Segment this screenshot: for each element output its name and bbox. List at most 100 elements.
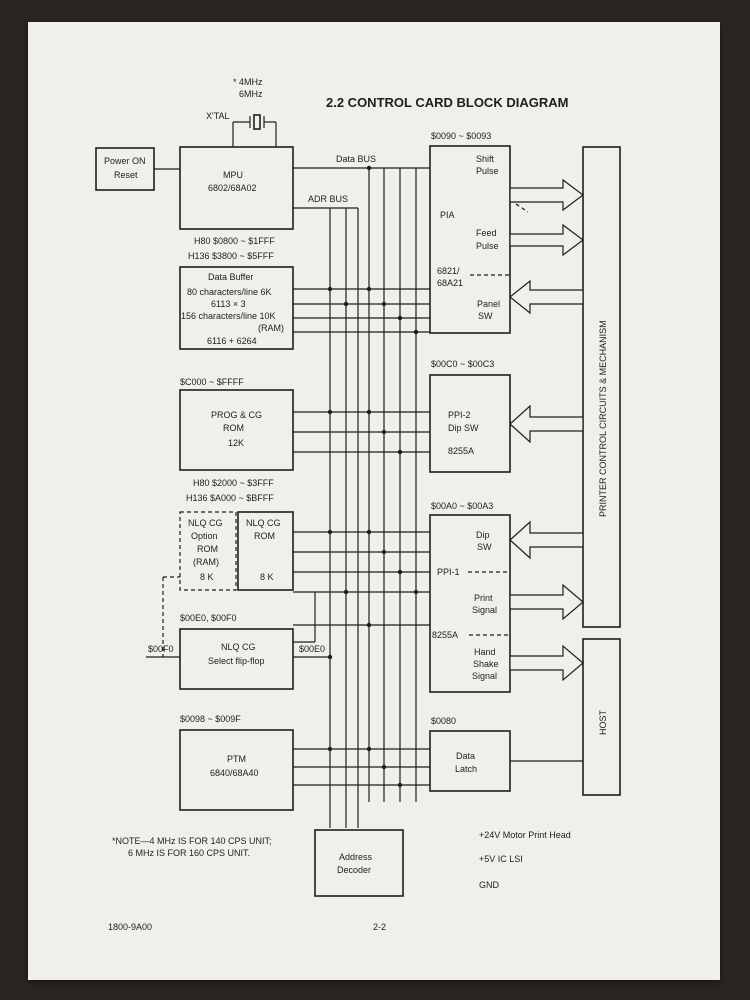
- crystal-symbol: [232, 114, 277, 147]
- ppi1-chip: 8255A: [432, 630, 458, 640]
- power-on-reset-box: [95, 147, 155, 191]
- flip-flop-wiring: [146, 576, 330, 658]
- arrow-feed-pulse-icon: [509, 223, 584, 257]
- prog-rom-label: PROG & CG: [211, 410, 262, 420]
- data-buffer-box: [179, 266, 294, 350]
- reset-label: Reset: [114, 170, 138, 180]
- document-number: 1800-9A00: [108, 922, 152, 932]
- ppi1-dip-1: Dip: [476, 530, 490, 540]
- host-box: [582, 638, 621, 796]
- mpu-box: [179, 146, 294, 230]
- flip-flop-f0-label: $00F0: [148, 644, 174, 654]
- address-decoder-box: [314, 829, 404, 897]
- data-buffer-156cpl: 156 characters/line 10K: [181, 311, 276, 321]
- power-24v: +24V Motor Print Head: [479, 830, 571, 840]
- ppi2-address: $00C0 ~ $00C3: [431, 359, 494, 369]
- bus-junction-dots: [327, 165, 419, 788]
- nlq-select-flip-flop-box: [179, 628, 294, 690]
- mpu-label: MPU: [223, 170, 243, 180]
- pia-panel-2: SW: [478, 311, 493, 321]
- diagram-title: 2.2 CONTROL CARD BLOCK DIAGRAM: [326, 95, 568, 110]
- flip-flop-l2: Select flip-flop: [208, 656, 265, 666]
- flip-flop-address: $00E0, $00F0: [180, 613, 237, 623]
- data-buffer-title: Data Buffer: [208, 272, 253, 282]
- pia-feed-1: Feed: [476, 228, 497, 238]
- decoder-l1: Address: [339, 852, 373, 862]
- ppi1-hand-3: Signal: [472, 671, 497, 681]
- bus-lines: [293, 167, 430, 828]
- latch-address: $0080: [431, 716, 456, 726]
- nlq-option-l5: 8 K: [200, 572, 214, 582]
- prog-rom-address: $C000 ~ $FFFF: [180, 377, 244, 387]
- note-line-1: *NOTE—4 MHz IS FOR 140 CPS UNIT;: [112, 836, 272, 846]
- ptm-chip-label: 6840/68A40: [210, 768, 259, 778]
- crystal-freq-1: * 4MHz: [233, 77, 263, 87]
- power-gnd: GND: [479, 880, 500, 890]
- nlq-option-rom-box: [179, 511, 237, 591]
- crystal-label: X'TAL: [206, 111, 230, 121]
- pia-feed-2: Pulse: [476, 241, 499, 251]
- data-buffer-80cpl: 80 characters/line 6K: [187, 287, 272, 297]
- pia-address: $0090 ~ $0093: [431, 131, 491, 141]
- page-number: 2-2: [373, 922, 386, 932]
- ppi1-hand-2: Shake: [473, 659, 499, 669]
- paper-sheet: 2.2 CONTROL CARD BLOCK DIAGRAM * 4MHz 6M…: [28, 22, 720, 980]
- nlq-option-l4: (RAM): [193, 557, 219, 567]
- ppi2-dip-sw: Dip SW: [448, 423, 479, 433]
- nlq-option-l3: ROM: [197, 544, 218, 554]
- arrow-shift-pulse-icon: [509, 178, 584, 212]
- ppi1-dip-2: SW: [477, 542, 492, 552]
- nlq-rom-l3: 8 K: [260, 572, 274, 582]
- ram-address-h136: H136 $3800 ~ $5FFF: [188, 251, 274, 261]
- ptm-address: $0098 ~ $009F: [180, 714, 241, 724]
- flip-flop-l1: NLQ CG: [221, 642, 256, 652]
- prog-cg-rom-box: [179, 389, 294, 471]
- latch-l2: Latch: [455, 764, 477, 774]
- host-label: HOST: [598, 709, 608, 735]
- ppi1-address: $00A0 ~ $00A3: [431, 501, 493, 511]
- printer-control-label: PRINTER CONTROL CIRCUITS & MECHANISM: [598, 320, 608, 517]
- data-buffer-ram: (RAM): [258, 323, 284, 333]
- data-bus-label: Data BUS: [336, 154, 376, 164]
- data-buffer-chips: 6116 + 6264: [207, 336, 257, 346]
- nlq-option-l1: NLQ CG: [188, 518, 223, 528]
- ppi1-print-1: Print: [474, 593, 493, 603]
- arrow-ppi1-dip-icon: [509, 520, 584, 560]
- nlq-rom-l2: ROM: [254, 531, 275, 541]
- nlq-address-h80: H80 $2000 ~ $3FFF: [193, 478, 274, 488]
- ram-address-h80: H80 $0800 ~ $1FFF: [194, 236, 275, 246]
- decoder-l2: Decoder: [337, 865, 371, 875]
- ppi1-label: PPI-1: [437, 567, 460, 577]
- arrow-panel-sw-icon: [509, 279, 584, 315]
- left-bus-connections: [293, 288, 430, 786]
- nlq-cg-rom-box: [237, 511, 294, 591]
- prog-rom-size: 12K: [228, 438, 244, 448]
- pia-panel-1: Panel: [477, 299, 500, 309]
- nlq-option-l2: Option: [191, 531, 218, 541]
- ptm-box: [179, 729, 294, 811]
- power-on-label: Power ON: [104, 156, 146, 166]
- mpu-chip-label: 6802/68A02: [208, 183, 257, 193]
- ppi2-chip: 8255A: [448, 446, 474, 456]
- crystal-freq-2: 6MHz: [239, 89, 263, 99]
- printer-control-box: [582, 146, 621, 628]
- pia-chip-2: 68A21: [437, 278, 463, 288]
- data-latch-box: [429, 730, 511, 792]
- ppi1-print-2: Signal: [472, 605, 497, 615]
- ppi1-hand-1: Hand: [474, 647, 496, 657]
- ppi2-label: PPI-2: [448, 410, 471, 420]
- arrow-handshake-icon: [509, 644, 584, 682]
- pia-label: PIA: [440, 210, 455, 220]
- nlq-rom-l1: NLQ CG: [246, 518, 281, 528]
- nlq-address-h136: H136 $A000 ~ $BFFF: [186, 493, 274, 503]
- pia-shift-2: Pulse: [476, 166, 499, 176]
- flip-flop-e0-label: $00E0: [299, 644, 325, 654]
- arrow-print-signal-icon: [509, 583, 584, 621]
- arrow-ppi2-dip-icon: [509, 404, 584, 444]
- pia-chip-1: 6821/: [437, 266, 460, 276]
- ptm-label: PTM: [227, 754, 246, 764]
- adr-bus-label: ADR BUS: [308, 194, 348, 204]
- pia-shift-1: Shift: [476, 154, 495, 164]
- prog-rom-type: ROM: [223, 423, 244, 433]
- note-line-2: 6 MHz IS FOR 160 CPS UNIT.: [128, 848, 250, 858]
